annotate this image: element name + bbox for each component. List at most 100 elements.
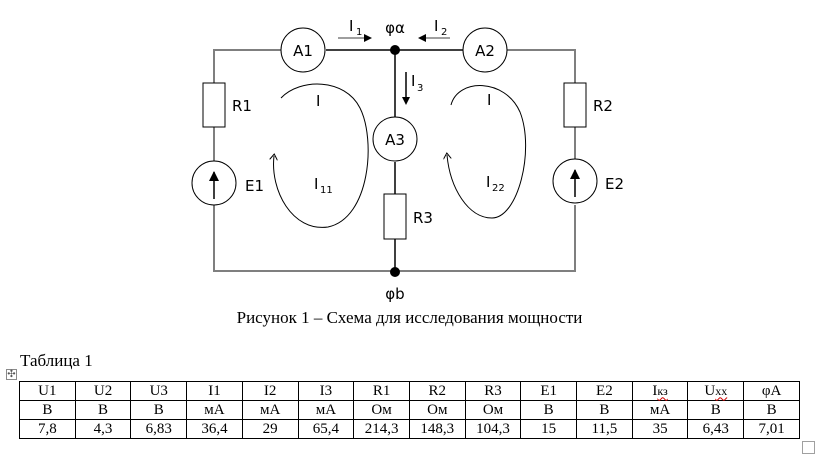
resistor-r2-label: R2 <box>593 97 613 115</box>
loop-i11-sub: 11 <box>320 185 333 196</box>
value-cell[interactable]: 29 <box>241 419 299 439</box>
ammeter-a3-label: A3 <box>385 131 405 149</box>
header-main: I2 <box>263 382 277 399</box>
wire-right-top <box>507 49 576 83</box>
unit-cell[interactable]: Ом <box>353 400 410 420</box>
header-cell[interactable]: φA <box>743 381 800 401</box>
current-i3-sub: 3 <box>417 83 423 94</box>
loop-i22-label: I 22 <box>486 173 505 194</box>
header-cell[interactable]: U2 <box>74 381 132 401</box>
value-cell[interactable]: 35 <box>631 419 689 439</box>
current-i2-main: I <box>434 17 438 35</box>
wire-left-top <box>213 49 281 83</box>
unit-cell[interactable]: мА <box>631 400 689 420</box>
current-i1-sub: 1 <box>356 27 362 38</box>
value-cell[interactable]: 7,01 <box>743 419 800 439</box>
unit-cell[interactable]: Ом <box>408 400 466 420</box>
header-main: R3 <box>484 382 502 399</box>
node-top-label: φα <box>385 19 405 37</box>
table-title: Таблица 1 <box>20 351 93 370</box>
ammeter-a3: A3 <box>372 116 418 162</box>
header-cell[interactable]: Iкз <box>631 381 689 401</box>
current-i1-main: I <box>349 17 353 35</box>
loop-i11-label: I 11 <box>314 175 333 196</box>
loop-i11-main: I <box>314 175 318 193</box>
ammeter-a2-label: A2 <box>475 42 495 60</box>
loop-current-i22-arc-icon <box>447 85 527 219</box>
header-main: U <box>704 382 716 399</box>
arrow-up-icon <box>209 171 219 181</box>
loop-i22-main: I <box>486 173 490 191</box>
unit-cell[interactable]: мА <box>241 400 299 420</box>
loop-i22-sub: 22 <box>492 183 505 194</box>
source-e1-label: E1 <box>245 177 264 195</box>
unit-cell[interactable]: В <box>743 400 800 420</box>
header-cell[interactable]: I1 <box>186 381 243 401</box>
ammeter-a1: A1 <box>280 27 326 73</box>
figure-caption: Рисунок 1 – Схема для исследования мощно… <box>236 308 583 327</box>
unit-cell[interactable]: В <box>74 400 132 420</box>
resistor-r1-label: R1 <box>232 97 252 115</box>
current-i2-label: I 2 <box>434 17 447 38</box>
table-resize-handle[interactable] <box>802 441 815 454</box>
unit-cell[interactable]: Ом <box>464 400 522 420</box>
value-cell[interactable]: 104,3 <box>464 419 522 439</box>
unit-cell[interactable]: В <box>130 400 188 420</box>
node-bottom <box>390 267 400 277</box>
header-cell[interactable]: U3 <box>130 381 188 401</box>
header-cell[interactable]: E1 <box>520 381 578 401</box>
value-cell[interactable]: 6,43 <box>687 419 745 439</box>
unit-cell[interactable]: В <box>687 400 745 420</box>
header-main: I3 <box>319 382 333 399</box>
header-subscript: кз <box>657 383 668 398</box>
header-main: E2 <box>596 382 613 399</box>
header-cell[interactable]: R2 <box>408 381 466 401</box>
header-main: U2 <box>93 382 113 399</box>
current-i3-main: I <box>411 72 415 90</box>
header-cell[interactable]: I3 <box>297 381 355 401</box>
circuit-diagram: A1 A2 A3 R1 R2 R3 E1 E2 φα φb I 1 <box>191 17 624 303</box>
current-i1-label: I 1 <box>349 17 362 38</box>
resistor-r3-label: R3 <box>413 209 433 227</box>
arrow-up-icon <box>570 169 580 179</box>
ammeter-a1-label: A1 <box>293 42 313 60</box>
value-cell[interactable]: 36,4 <box>186 419 243 439</box>
header-cell[interactable]: I2 <box>241 381 299 401</box>
unit-cell[interactable]: мА <box>186 400 243 420</box>
value-cell[interactable]: 6,83 <box>130 419 188 439</box>
value-cell[interactable]: 15 <box>520 419 578 439</box>
value-cell[interactable]: 11,5 <box>576 419 633 439</box>
source-e2-label: E2 <box>605 175 624 193</box>
unit-cell[interactable]: мА <box>297 400 355 420</box>
header-main: I <box>652 382 658 399</box>
header-cell[interactable]: R1 <box>353 381 410 401</box>
table-move-handle-icon[interactable]: ✣ <box>6 369 17 380</box>
value-cell[interactable]: 7,8 <box>19 419 76 439</box>
value-cell[interactable]: 65,4 <box>297 419 355 439</box>
source-e1: E1 <box>191 160 264 206</box>
source-e2: E2 <box>552 158 624 204</box>
value-cell[interactable]: 214,3 <box>353 419 410 439</box>
unit-cell[interactable]: В <box>19 400 76 420</box>
value-cell[interactable]: 4,3 <box>74 419 132 439</box>
header-main: R2 <box>428 382 447 399</box>
header-main: U1 <box>38 382 57 399</box>
resistor-r1: R1 <box>202 82 252 128</box>
header-subscript: хх <box>715 383 728 398</box>
header-main: E1 <box>540 382 558 399</box>
loop-right-top-label: I <box>487 91 491 109</box>
header-main: R1 <box>372 382 391 399</box>
loop-left-top-label: I <box>316 92 320 110</box>
header-cell[interactable]: Uхх <box>687 381 745 401</box>
header-cell[interactable]: E2 <box>576 381 633 401</box>
unit-cell[interactable]: В <box>520 400 578 420</box>
header-cell[interactable]: U1 <box>19 381 76 401</box>
node-bottom-label: φb <box>385 285 404 303</box>
value-cell[interactable]: 148,3 <box>408 419 466 439</box>
header-cell[interactable]: R3 <box>464 381 522 401</box>
unit-cell[interactable]: В <box>576 400 633 420</box>
